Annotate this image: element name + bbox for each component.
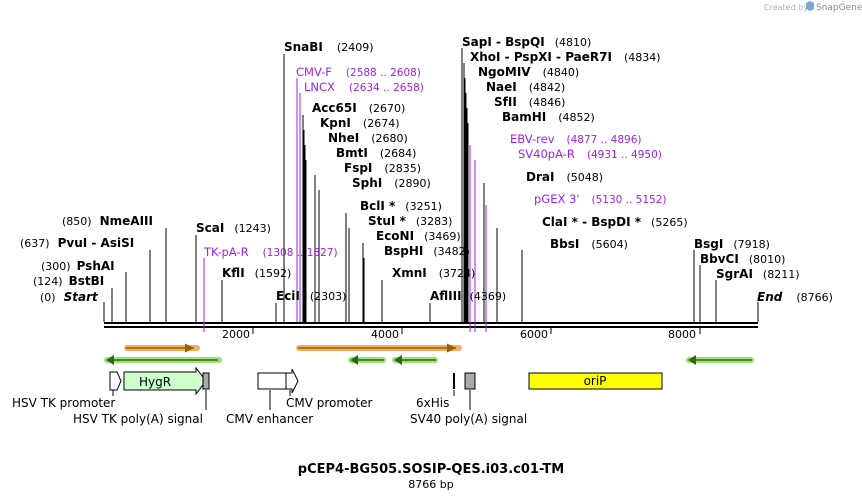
start-end-label: (0)Start (40, 290, 99, 304)
site-sphi: SphI(2890) (352, 176, 431, 190)
site-pshai: (300)PshAI (41, 259, 115, 273)
feature-label-cmv-enhancer: CMV enhancer (226, 412, 313, 426)
credit-brand: SnapGene (816, 3, 862, 13)
site-sgrai: SgrAI(8211) (716, 267, 799, 281)
site-bcli: BclI *(3251) (360, 199, 442, 213)
site-clai-bspdi: ClaI * - BspDI *(5265) (542, 215, 688, 229)
backbone (104, 322, 758, 328)
site-nhei: NheI(2680) (328, 131, 408, 145)
feature-cmv-enhancer (257, 372, 287, 390)
primer-pgex-3: pGEX 3'(5130 .. 5152) (534, 192, 667, 206)
site-drai: DraI(5048) (526, 170, 603, 184)
end-end-label: End(8766) (757, 290, 833, 304)
feature-6xhis (453, 373, 455, 389)
ruler: 2000 4000 6000 8000 (222, 328, 701, 341)
site-snabi: SnaBI(2409) (284, 40, 373, 54)
tick-label-8000: 8000 (668, 328, 696, 341)
site-fspi: FspI(2835) (344, 161, 421, 175)
site-stui: StuI *(3283) (368, 214, 452, 228)
feature-label-sv40-polya: SV40 poly(A) signal (410, 412, 527, 426)
features: HygR oriP (109, 366, 663, 396)
feature-hygr-label: HygR (139, 375, 171, 389)
site-sfii: SfII(4846) (494, 95, 565, 109)
primer-tk-pa-r: TK-pA-R(1308 .. 1327) (203, 245, 338, 259)
feature-label-hsv-tk-polya: HSV TK poly(A) signal (73, 412, 203, 426)
site-sapi-bspqi: SapI - BspQI(4810) (462, 35, 591, 49)
plasmid-size: 8766 bp (408, 478, 453, 491)
primer-sv40pa-r: SV40pA-R(4931 .. 4950) (518, 147, 662, 161)
site-kpni: KpnI(2674) (320, 116, 399, 130)
site-connectors (103, 48, 759, 322)
site-bmti: BmtI(2684) (336, 146, 416, 160)
site-labels: (124)BstBI (300)PshAI (637)PvuI - AsiSI … (20, 35, 799, 303)
primer-ebv-rev: EBV-rev(4877 .. 4896) (510, 132, 642, 146)
site-acc65i: Acc65I(2670) (312, 101, 405, 115)
site-bbvci: BbvCI(8010) (700, 252, 785, 266)
orf-arrows (104, 343, 754, 365)
plasmid-title: pCEP4-BG505.SOSIP-QES.i03.c01-TM (298, 462, 564, 477)
feature-orip (528, 372, 663, 390)
site-kfli: KflI(1592) (222, 266, 291, 280)
tick-label-2000: 2000 (222, 328, 250, 341)
site-bamhi: BamHI(4852) (502, 110, 595, 124)
site-pvui-asisi: (637)PvuI - AsiSI (20, 236, 134, 250)
feature-hsv-tk-promoter (109, 371, 122, 391)
site-bstbi: (124)BstBI (33, 274, 104, 288)
site-bbsi: BbsI(5604) (550, 237, 628, 251)
site-scai: ScaI(1243) (196, 221, 271, 235)
feature-sv40-polya (464, 372, 476, 390)
primer-labels: TK-pA-R(1308 .. 1327) CMV-F(2588 .. 2608… (203, 65, 667, 259)
primer-cmv-f: CMV-F(2588 .. 2608) (296, 65, 421, 79)
credit-created-by: Created by (764, 3, 808, 12)
feature-cmv-promoter (285, 368, 299, 394)
feature-label-6xhis: 6xHis (416, 396, 449, 410)
feature-hsv-tk-polya (202, 372, 210, 390)
site-bsphi: BspHI(3482) (384, 244, 470, 258)
primer-connectors (203, 78, 487, 332)
feature-leaders (112, 390, 471, 410)
snapgene-logo-icon (806, 1, 814, 11)
feature-label-hsv-tk-promoter: HSV TK promoter (12, 396, 115, 410)
site-nmeaiii: (850)NmeAIII (62, 214, 153, 228)
site-ngomiv: NgoMIV(4840) (478, 65, 579, 79)
tick-label-6000: 6000 (520, 328, 548, 341)
site-xhoi-pspxi-paer7i: XhoI - PspXI - PaeR7I(4834) (470, 50, 661, 64)
feature-orip-label: oriP (584, 374, 607, 388)
site-econi: EcoNI(3469) (376, 229, 461, 243)
site-naei: NaeI(4842) (486, 80, 565, 94)
tick-label-4000: 4000 (371, 328, 399, 341)
primer-lncx: LNCX(2634 .. 2658) (304, 80, 424, 94)
feature-label-cmv-promoter: CMV promoter (286, 396, 373, 410)
site-bsgi: BsgI(7918) (694, 237, 770, 251)
site-ecii: EciI(2303) (276, 289, 346, 303)
site-afliii: AflIII(4369) (430, 289, 506, 303)
site-xmni: XmnI(3724) (392, 266, 475, 280)
feature-hygr (123, 366, 207, 396)
